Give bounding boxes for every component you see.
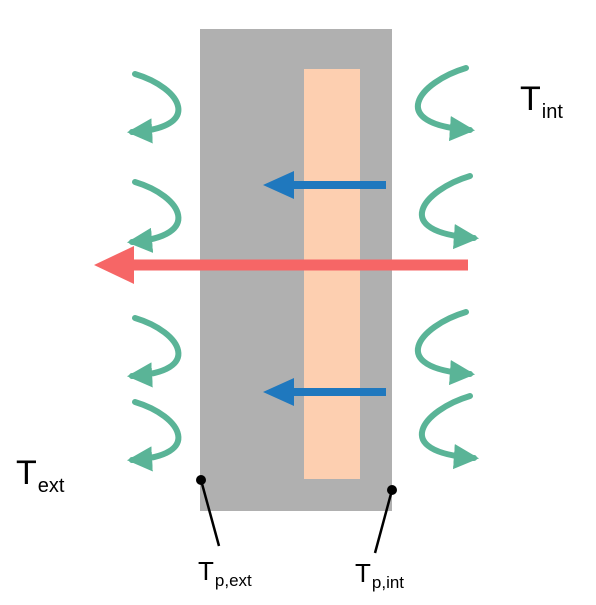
label-t-int-sub: int — [541, 101, 563, 123]
convection-arrow-left-1 — [126, 71, 182, 144]
convection-arrow-left-4 — [126, 399, 182, 472]
label-t-p-ext-sub: p,ext — [214, 571, 252, 590]
insulation-layer — [304, 69, 360, 479]
label-t-int-main: T — [520, 80, 541, 118]
label-t-p-ext-main: T — [198, 556, 214, 586]
label-t-p-int-main: T — [355, 558, 371, 588]
convection-arrow-left-2 — [126, 179, 182, 253]
label-t-int: Tint — [520, 80, 563, 122]
label-t-p-ext: Tp,ext — [198, 556, 252, 589]
convection-arrow-right-3 — [414, 309, 476, 386]
convection-arrow-right-4 — [418, 393, 480, 470]
conduction-arrow-lower — [263, 378, 386, 406]
label-t-ext: Text — [16, 454, 64, 496]
label-t-p-int-sub: p,int — [371, 573, 405, 592]
pointer-surface-ext — [196, 475, 221, 547]
conduction-arrow-upper — [263, 171, 386, 199]
label-t-ext-main: T — [16, 454, 37, 492]
heat-flow-arrow — [94, 246, 468, 284]
convection-arrow-left-3 — [126, 315, 182, 388]
label-t-p-int: Tp,int — [355, 558, 404, 591]
convection-arrow-right-1 — [414, 65, 476, 142]
label-t-ext-sub: ext — [37, 475, 65, 497]
convection-arrow-right-2 — [418, 173, 480, 250]
pointer-surface-int — [373, 485, 397, 554]
